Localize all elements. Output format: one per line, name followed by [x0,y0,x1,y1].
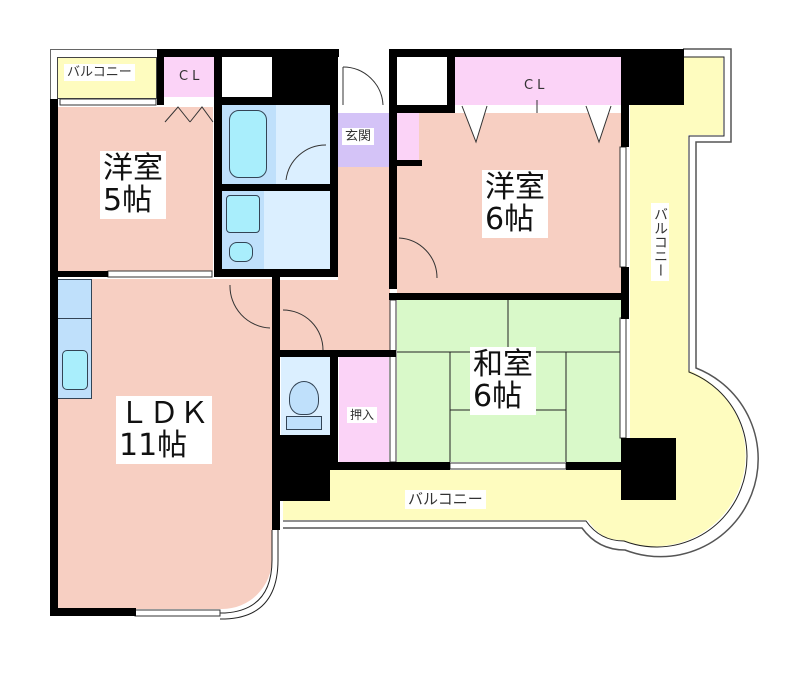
label-room-western-5: 洋室 5帖 [100,151,166,219]
room-size: 6帖 [473,379,523,414]
balcony-outer-line [283,48,759,558]
door-arc-bath [285,144,327,181]
toilet-tank-icon [286,416,322,430]
bifold-cl-large-left [461,105,488,144]
room-western-6-notch [397,113,419,161]
washing-machine-icon [229,242,253,262]
bifold-cl-small [164,106,214,123]
label-closet-large: CL [524,78,549,93]
label-balcony-right: バルコニー [651,203,669,281]
hallway-lower [280,280,390,352]
label-room-western-6: 洋室 6帖 [482,170,548,238]
room-name: 洋室 [485,170,545,205]
bathtub-icon [229,110,267,178]
door-arc-entrance [342,66,384,106]
label-entrance: 玄関 [342,128,375,145]
door-arc-toilet [282,309,324,351]
closet-small [164,57,214,97]
balcony-top-left-outline [50,49,158,99]
label-room-ldk: ＬＤＫ 11帖 [116,396,212,464]
label-room-japanese-6: 和室 6帖 [470,347,536,415]
washbasin-icon [226,195,260,233]
door-arc-ldk [229,284,271,329]
room-name: 洋室 [103,151,163,186]
room-size: 11帖 [119,428,188,463]
balcony-inner-line [283,56,748,548]
room-name: 和室 [473,347,533,382]
label-oshiire: 押入 [347,407,378,423]
toilet-icon [289,381,319,415]
storage-box-2 [397,57,447,103]
kitchen-sink-icon [62,350,88,390]
label-balcony-top-left: バルコニー [64,64,135,81]
room-size: 5帖 [103,183,153,218]
kitchen-counter-divider [57,318,92,319]
ldk-bay-window [220,530,273,614]
label-balcony-bottom: バルコニー [405,490,486,509]
storage-box [222,57,272,97]
room-name: ＬＤＫ [119,396,209,431]
label-closet-small: CL [179,69,204,84]
closet-large [455,57,621,105]
door-arc-western6 [398,237,438,279]
bifold-cl-large-right [585,105,612,144]
room-size: 6帖 [485,202,535,237]
